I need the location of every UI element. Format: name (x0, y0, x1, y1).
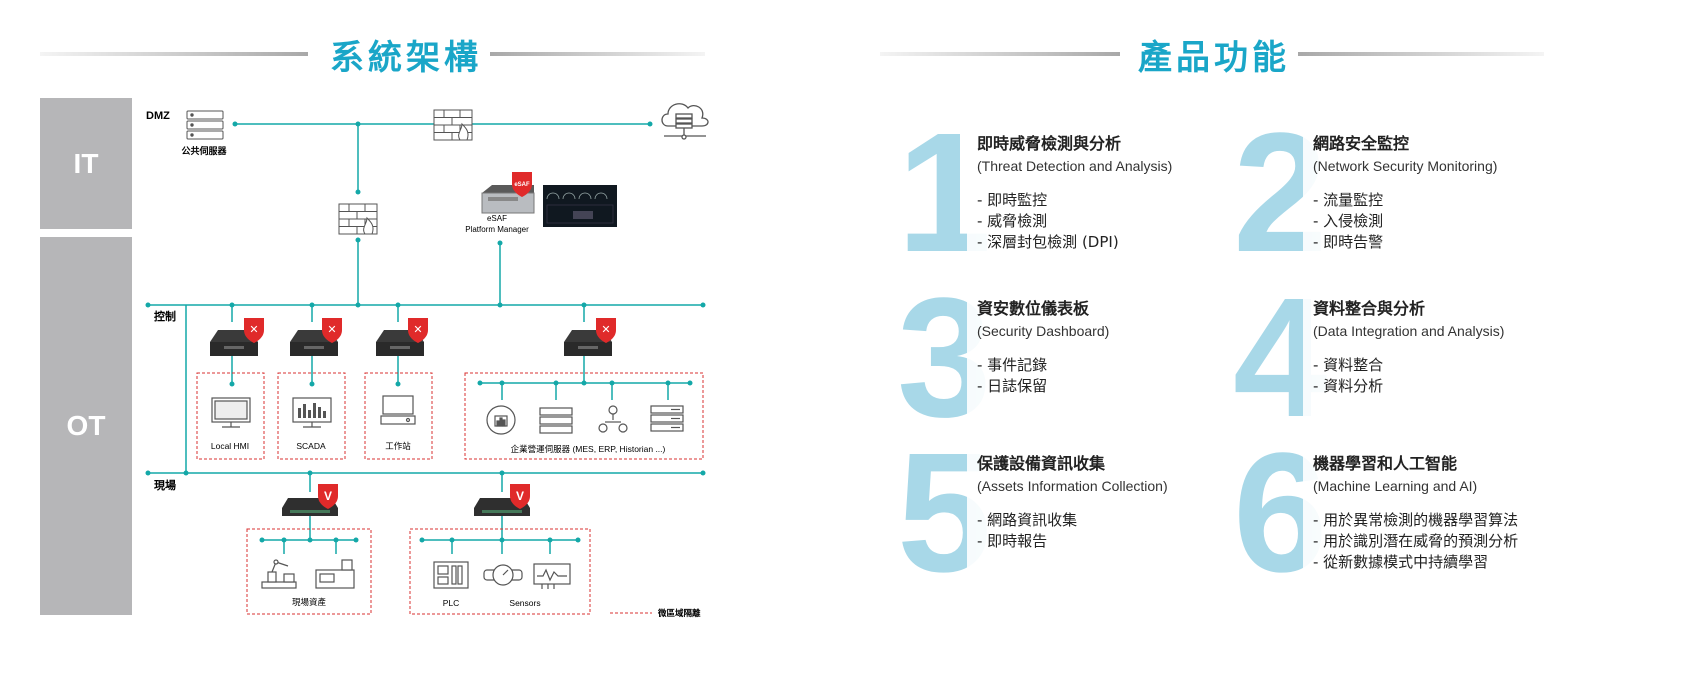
feature-item: - 即時告警 (1313, 233, 1384, 251)
scada-icon (292, 397, 332, 428)
control-label: 控制 (154, 309, 176, 323)
feature-subtitle: (Security Dashboard) (977, 323, 1110, 339)
workstation-icon (380, 395, 416, 425)
feature-item: - 入侵檢測 (1313, 212, 1384, 230)
plc-label: PLC (443, 598, 460, 608)
sensors-label: Sensors (509, 598, 540, 608)
left-title-line-left (40, 52, 308, 56)
esaf-badge-icon: eSAF (512, 172, 532, 197)
architecture-diagram: ✕ V (145, 103, 709, 618)
scada-label: SCADA (296, 441, 326, 451)
feature-2: 2 網路安全監控 (Network Security Monitoring) -… (1233, 108, 1643, 280)
feature-title: 資料整合與分析 (1313, 299, 1426, 318)
feature-overlay (967, 120, 1307, 280)
feature-item: - 從新數據模式中持續學習 (1313, 553, 1489, 571)
feature-title: 資安數位儀表板 (977, 299, 1090, 318)
enterprise-label: 企業營運伺服器 (MES, ERP, Historian ...) (511, 444, 666, 454)
esaf-platform-device (481, 185, 535, 214)
feature-5: 5 保護設備資訊收集 (Assets Information Collectio… (897, 428, 1307, 600)
right-title-line-right (1298, 52, 1544, 56)
feature-item: - 流量監控 (1313, 191, 1384, 209)
esaf-badge-text: eSAF (514, 182, 530, 188)
robot-arm-icon (261, 559, 297, 589)
feature-3: 3 資安數位儀表板 (Security Dashboard) - 事件記錄 - … (897, 273, 1307, 445)
feature-6: 6 機器學習和人工智能 (Machine Learning and AI) - … (1233, 428, 1643, 600)
left-title-line-right (490, 52, 705, 56)
machine-icon (315, 559, 355, 589)
feature-item: - 即時監控 (977, 191, 1048, 209)
firewall-icon-it (338, 203, 378, 235)
database-server-icon (539, 407, 573, 434)
local-hmi-label: Local HMI (211, 441, 249, 451)
field-assets-label: 現場資產 (292, 597, 327, 607)
firewall-icon-dmz (433, 109, 473, 141)
feature-4: 4 資料整合與分析 (Data Integration and Analysis… (1233, 273, 1643, 445)
network-nodes (145, 121, 706, 543)
feature-subtitle: (Machine Learning and AI) (1313, 478, 1478, 494)
right-section-title: 產品功能 (1138, 38, 1290, 78)
feature-item: - 深層封包檢測 (DPI) (977, 233, 1119, 251)
dashboard-screen (543, 185, 617, 227)
people-network-icon (598, 405, 628, 433)
monitor-icon (211, 397, 251, 428)
feature-subtitle: (Threat Detection and Analysis) (977, 158, 1173, 174)
feature-overlay (1303, 440, 1643, 600)
field-label: 現場 (154, 478, 176, 492)
right-title-line-left (880, 52, 1120, 56)
feature-subtitle: (Assets Information Collection) (977, 478, 1168, 494)
feature-item: - 即時報告 (977, 532, 1048, 550)
feature-title: 網路安全監控 (1313, 134, 1410, 153)
server-icon (186, 110, 224, 140)
feature-1: 1 即時威脅檢測與分析 (Threat Detection and Analys… (897, 108, 1307, 280)
zone-it: IT (40, 98, 132, 229)
feature-overlay (1303, 120, 1643, 280)
public-server-label: 公共伺服器 (181, 145, 227, 156)
plc-icon (433, 561, 469, 589)
workstation-label: 工作站 (385, 441, 411, 451)
esaf-label-1: eSAF (487, 214, 507, 223)
feature-item: - 用於異常檢測的機器學習算法 (1313, 511, 1519, 529)
segment-boxes (196, 372, 704, 615)
esaf-label-2: Platform Manager (465, 225, 529, 234)
feature-title: 機器學習和人工智能 (1313, 454, 1458, 473)
feature-item: - 用於識別潛在威脅的預測分析 (1313, 532, 1519, 550)
dmz-label: DMZ (146, 110, 170, 122)
feature-subtitle: (Network Security Monitoring) (1313, 158, 1498, 174)
left-section-title: 系統架構 (330, 38, 482, 78)
waveform-sensor-icon (533, 563, 571, 589)
feature-title: 保護設備資訊收集 (977, 454, 1106, 473)
feature-overlay (967, 285, 1307, 445)
cloud-server-icon (661, 103, 709, 140)
feature-item: - 事件記錄 (977, 356, 1048, 374)
zone-ot: OT (40, 237, 132, 615)
feature-item: - 威脅檢測 (977, 212, 1048, 230)
analytics-icon (486, 405, 516, 435)
feature-overlay (1303, 285, 1643, 445)
feature-item: - 網路資訊收集 (977, 511, 1078, 529)
micro-segmentation-label: 微區域隔離 (657, 608, 701, 618)
feature-item: - 資料整合 (1313, 356, 1384, 374)
gauge-sensor-icon (483, 564, 523, 586)
feature-title: 即時威脅檢測與分析 (977, 134, 1122, 153)
feature-overlay (967, 440, 1307, 600)
rack-server-icon (650, 405, 684, 432)
feature-item: - 資料分析 (1313, 377, 1384, 395)
feature-subtitle: (Data Integration and Analysis) (1313, 323, 1505, 339)
feature-item: - 日誌保留 (977, 377, 1048, 395)
